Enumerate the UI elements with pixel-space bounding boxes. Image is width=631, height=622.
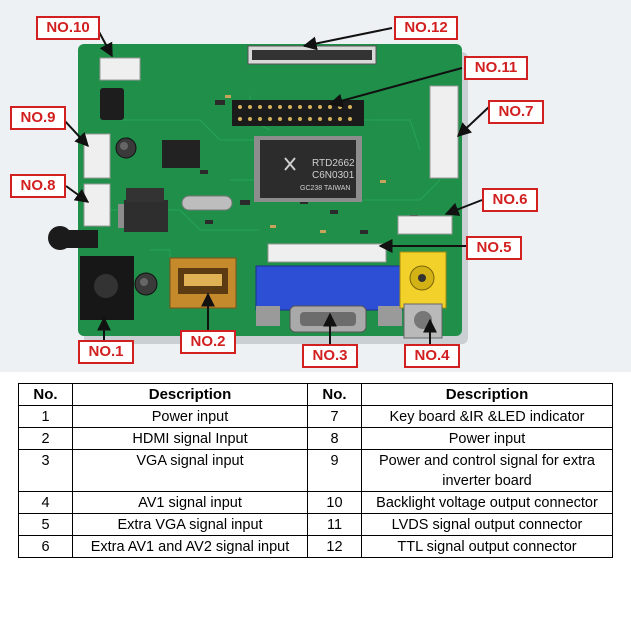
arrow-no9: [63, 119, 89, 148]
table-row: 2 HDMI signal Input 8 Power input: [18, 427, 613, 450]
row-desc-right: Key board &IR &LED indicator: [361, 405, 613, 428]
callout-no1: NO.1: [78, 340, 134, 364]
power-connector-aux: [83, 183, 111, 227]
row-desc-right: Power input: [361, 427, 613, 450]
row-no-right: 9: [307, 449, 362, 492]
regulator-2: [126, 188, 164, 202]
row-no-right: 11: [307, 513, 362, 536]
row-desc-right: LVDS signal output connector: [361, 513, 613, 536]
chip-logo: [284, 157, 296, 171]
header-no-left: No.: [18, 383, 73, 406]
table-row: 3 VGA signal input 9 Power and control s…: [18, 449, 613, 492]
callout-no8: NO.8: [10, 174, 66, 198]
header-no-right: No.: [307, 383, 362, 406]
row-desc-right: Backlight voltage output connector: [361, 491, 613, 514]
backlight-connector: [99, 57, 141, 81]
chip-text-2: C6N0301: [312, 170, 355, 181]
chip-text-1: RTD2662: [312, 158, 355, 169]
table-row: 1 Power input 7 Key board &IR &LED indic…: [18, 405, 613, 428]
crystal: [181, 195, 233, 211]
table-header-row: No. Description No. Description: [18, 383, 613, 406]
row-desc-left: AV1 signal input: [72, 491, 308, 514]
av-connector: [397, 215, 453, 235]
regulator-1: [162, 140, 200, 168]
header-description-right: Description: [361, 383, 613, 406]
callout-no7: NO.7: [488, 100, 544, 124]
main-chip: [260, 140, 356, 198]
row-no-right: 12: [307, 535, 362, 558]
header-description-left: Description: [72, 383, 308, 406]
row-desc-left: VGA signal input: [72, 449, 308, 492]
table-row: 5 Extra VGA signal input 11 LVDS signal …: [18, 513, 613, 536]
table-row: 6 Extra AV1 and AV2 signal input 12 TTL …: [18, 535, 613, 558]
callout-no6: NO.6: [482, 188, 538, 212]
callout-no3: NO.3: [302, 344, 358, 368]
callout-no4: NO.4: [404, 344, 460, 368]
row-no-left: 5: [18, 513, 73, 536]
callout-no11: NO.11: [464, 56, 528, 80]
row-no-left: 4: [18, 491, 73, 514]
row-desc-right: Power and control signal for extra inver…: [361, 449, 613, 492]
arrow-no12: [302, 27, 393, 51]
callout-no12: NO.12: [394, 16, 458, 40]
row-no-right: 8: [307, 427, 362, 450]
arrow-no10: [97, 29, 113, 58]
extra-vga-connector: [267, 243, 387, 263]
arrow-no11: [328, 67, 463, 108]
lvds-pin-header: [232, 100, 364, 126]
callout-no5: NO.5: [466, 236, 522, 260]
row-desc-right: TTL signal output connector: [361, 535, 613, 558]
callout-no10: NO.10: [36, 16, 100, 40]
row-desc-left: Power input: [72, 405, 308, 428]
description-table: No. Description No. Description 1 Power …: [18, 383, 613, 558]
inverter-connector: [83, 133, 111, 179]
callout-no2: NO.2: [180, 330, 236, 354]
row-desc-left: HDMI signal Input: [72, 427, 308, 450]
chip-text-3: GC238 TAIWAN: [300, 185, 350, 192]
arrow-no8: [65, 185, 90, 203]
row-no-left: 3: [18, 449, 73, 492]
row-no-right: 10: [307, 491, 362, 514]
vga-port: [255, 265, 403, 311]
row-no-left: 1: [18, 405, 73, 428]
row-desc-left: Extra VGA signal input: [72, 513, 308, 536]
callout-no9: NO.9: [10, 106, 66, 130]
row-desc-left: Extra AV1 and AV2 signal input: [72, 535, 308, 558]
row-no-left: 6: [18, 535, 73, 558]
board-photo: RTD2662 C6N0301 GC238 TAIWAN: [0, 0, 631, 372]
secondary-chip: [124, 200, 168, 232]
board-illustration: RTD2662 C6N0301 GC238 TAIWAN: [0, 0, 631, 372]
table-row: 4 AV1 signal input 10 Backlight voltage …: [18, 491, 613, 514]
row-no-right: 7: [307, 405, 362, 428]
row-no-left: 2: [18, 427, 73, 450]
arrow-no6: [444, 199, 483, 216]
keyboard-connector: [429, 85, 459, 179]
arrow-no7: [456, 105, 491, 137]
